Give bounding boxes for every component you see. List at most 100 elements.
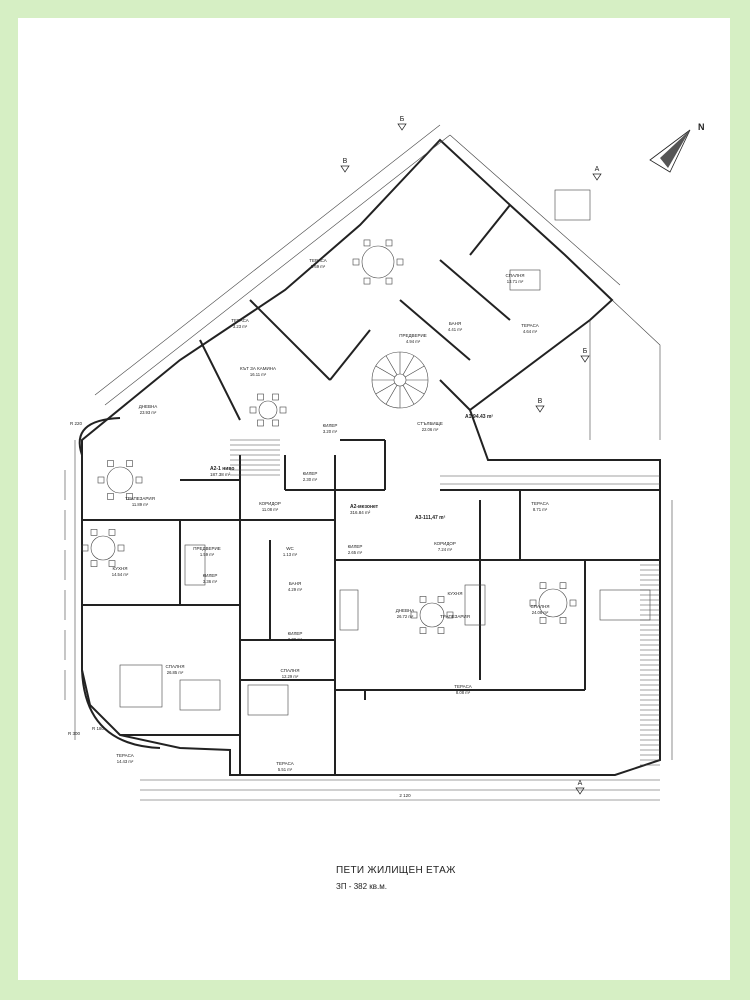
room-name: КИЛЕР xyxy=(323,423,338,428)
room-name: СТЪЛБИЩЕ xyxy=(417,421,443,426)
chair xyxy=(107,493,114,500)
table xyxy=(538,588,568,618)
room-label: ТРАПЕЗАРИЯ xyxy=(440,614,470,619)
chair xyxy=(90,560,98,567)
stair-tread xyxy=(375,365,395,378)
room-area: 26.72 m² xyxy=(397,614,414,619)
room-name: ТЕРАСА xyxy=(531,501,549,506)
room-name: КИЛЕР xyxy=(303,471,318,476)
furniture-block xyxy=(339,589,359,631)
plan-furniture xyxy=(81,189,651,716)
furniture-block xyxy=(509,269,541,291)
dimension-line xyxy=(449,134,621,286)
room-area: 14.43 m² xyxy=(117,759,134,764)
section-arrow-icon xyxy=(535,405,545,413)
chair xyxy=(108,529,116,536)
room-label: WC1.13 m² xyxy=(283,546,298,557)
chair xyxy=(249,406,257,414)
chair xyxy=(126,493,133,500)
room-area: 1.59 m² xyxy=(200,552,215,557)
room-area: 8.08 m² xyxy=(456,690,471,695)
terrace-edge xyxy=(611,299,661,440)
furniture-block xyxy=(464,584,486,626)
room-name: ТЕРАСА xyxy=(276,761,294,766)
radius-dimension: R 300 xyxy=(68,731,81,736)
room-name: ДНЕВНА xyxy=(139,404,158,409)
apartment-label: А1-94.43 m² xyxy=(465,414,493,420)
chair xyxy=(108,560,116,567)
interior-wall xyxy=(439,379,471,411)
room-area: 13.71 m² xyxy=(507,279,524,284)
room-name: КИЛЕР xyxy=(288,631,303,636)
table xyxy=(90,535,116,561)
chair xyxy=(257,393,264,401)
chair xyxy=(559,617,567,624)
section-arrow-icon xyxy=(397,123,407,131)
chair xyxy=(419,596,427,603)
chair xyxy=(117,544,125,552)
room-area: 22.06 m² xyxy=(422,427,439,432)
room-name: ТЕРАСА xyxy=(231,318,249,323)
room-name: ДНЕВНА xyxy=(396,608,415,613)
room-area: 2.78 m² xyxy=(288,637,303,642)
furniture-block xyxy=(119,664,163,708)
room-area: 3.23 m² xyxy=(233,324,248,329)
section-arrow-icon xyxy=(580,355,590,363)
dimension-line xyxy=(104,134,451,406)
room-name: СПАЛНЯ xyxy=(280,668,299,673)
stair-tread xyxy=(405,365,425,378)
radius-dimension: R 180 xyxy=(92,726,105,731)
furniture-block xyxy=(184,544,206,586)
interior-wall xyxy=(199,339,241,421)
room-area: 8.71 m² xyxy=(533,507,548,512)
interior-wall xyxy=(399,299,471,361)
section-mark: В xyxy=(343,158,348,165)
chair xyxy=(279,406,287,414)
north-label: N xyxy=(698,122,705,132)
curved-wall-top xyxy=(78,417,121,456)
room-name: ТЕРАСА xyxy=(309,258,327,263)
chair xyxy=(126,460,133,467)
apartment-label: А2-1 ниво xyxy=(210,466,234,472)
room-area: 4.94 m² xyxy=(406,339,421,344)
room-area: 11.89 m² xyxy=(132,502,149,507)
chair xyxy=(272,393,279,401)
room-area: 4.29 m² xyxy=(288,587,303,592)
chair xyxy=(396,258,404,266)
chair xyxy=(257,419,264,427)
room-name: WC xyxy=(286,546,294,551)
room-area: 5.51 m² xyxy=(278,767,293,772)
chair xyxy=(385,239,393,247)
room-name: ТРАПЕЗАРИЯ xyxy=(440,614,470,619)
room-area: 2.65 m² xyxy=(348,550,363,555)
plan-walls xyxy=(78,138,661,776)
section-mark: Б xyxy=(583,348,588,355)
section-mark: А xyxy=(595,166,600,173)
room-name: КУХНЯ xyxy=(112,566,127,571)
room-area: 3.20 m² xyxy=(323,429,338,434)
chair xyxy=(529,599,537,607)
table xyxy=(419,602,445,628)
room-name: СПАЛНЯ xyxy=(505,273,524,278)
chair xyxy=(539,617,547,624)
room-area: 5.69 m² xyxy=(311,264,326,269)
room-area: 26.85 m² xyxy=(167,670,184,675)
room-label: КУХНЯ xyxy=(447,591,462,596)
